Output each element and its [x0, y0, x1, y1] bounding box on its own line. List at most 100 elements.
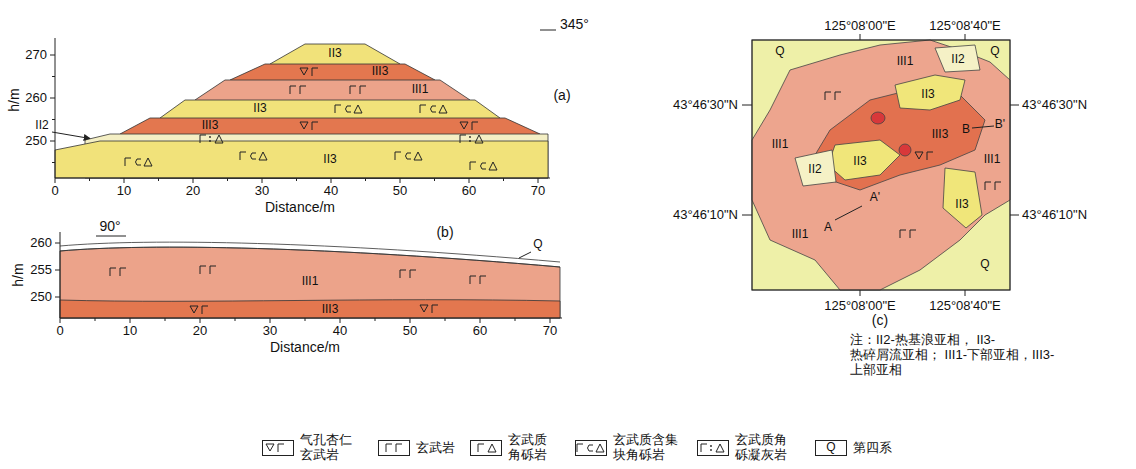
legend-text: 玄武质含集 块角砾岩 — [613, 433, 682, 463]
axis-tick: 10 — [117, 184, 131, 199]
rock-symbol — [335, 105, 362, 113]
section-b — [60, 242, 560, 318]
rock-symbol — [266, 444, 284, 452]
axis-tick: 70 — [531, 184, 545, 199]
panel-label: (a) — [553, 87, 570, 103]
unit-label: II3 — [323, 153, 336, 167]
map-unit-label: III1 — [984, 153, 1001, 167]
map-unit-label: III1 — [792, 228, 809, 242]
map-unit-label: Q — [980, 258, 989, 272]
coordinate-label: 125°08'40"E — [929, 19, 1001, 34]
rock-symbol — [460, 122, 478, 130]
rock-symbol — [478, 444, 496, 452]
axis-tick: 250 — [25, 134, 47, 149]
legend-text: 玄武质 角砾岩 — [508, 433, 577, 463]
rock-symbol — [985, 182, 1001, 190]
axis-tick: 0 — [56, 324, 63, 339]
axis-tick: 270 — [25, 48, 47, 63]
panel-label: (c) — [872, 312, 888, 328]
rock-symbol — [290, 86, 306, 94]
unit-label: III3 — [322, 303, 339, 317]
rock-symbol — [110, 268, 126, 276]
axis-tick: 40 — [333, 324, 347, 339]
axis-tick: 70 — [543, 324, 557, 339]
axis-title: h/m — [10, 263, 26, 286]
rock-symbol — [125, 158, 152, 166]
section-end-label: B — [962, 123, 970, 137]
unit-label: III1 — [412, 83, 429, 97]
axis-title: Distance/m — [265, 199, 335, 215]
axis-tick: 30 — [263, 324, 277, 339]
legend-text: 玄武质角 砾凝灰岩 — [735, 433, 804, 463]
axis-tick: 260 — [25, 91, 47, 106]
panel-label: (b) — [436, 224, 453, 240]
axis-tick: 40 — [324, 184, 338, 199]
axis-title: Distance/m — [270, 339, 340, 355]
unit-label: III3 — [202, 119, 219, 133]
rock-symbol — [395, 152, 422, 160]
legend-text: 气孔杏仁 玄武岩 — [300, 433, 369, 463]
rock-texture — [110, 68, 1001, 452]
legend-swatch — [575, 440, 607, 456]
rock-symbol — [420, 305, 438, 313]
unit-label: II2 — [35, 119, 48, 133]
rock-symbol — [460, 135, 483, 143]
axis-tick: 30 — [255, 184, 269, 199]
axes-a — [50, 30, 556, 183]
axes-b — [55, 232, 562, 323]
unit-label: Q — [533, 238, 542, 252]
legend-swatch — [470, 440, 502, 456]
axis-title: h/m — [6, 88, 22, 111]
axis-tick: 10 — [123, 324, 137, 339]
rock-symbol — [350, 86, 366, 94]
unit-label: II3 — [253, 102, 266, 116]
map-unit-label: II3 — [955, 198, 968, 212]
map-unit-label: III1 — [772, 138, 789, 152]
rock-symbol — [386, 444, 402, 452]
unit-label: III3 — [372, 65, 389, 79]
rock-symbol — [577, 444, 604, 452]
coordinate-label: 43°46'10"N — [1022, 208, 1087, 223]
coordinate-label: 125°08'00"E — [824, 19, 896, 34]
rock-symbol — [240, 152, 267, 160]
axis-tick: 50 — [393, 184, 407, 199]
axis-tick: 260 — [30, 236, 52, 251]
legend-swatch — [262, 440, 294, 456]
legend-text: 玄武岩 — [416, 441, 455, 456]
rock-symbol — [470, 276, 486, 284]
direction-label: 345° — [560, 16, 589, 32]
map-unit-label: III3 — [932, 128, 949, 142]
rock-symbol — [300, 68, 318, 76]
legend-swatch — [815, 440, 847, 456]
rock-symbol — [915, 152, 933, 160]
map-unit-label: III1 — [897, 55, 914, 69]
unit-label: II3 — [328, 47, 341, 61]
map-unit-label: II2 — [808, 163, 821, 177]
section-end-label: B' — [995, 118, 1005, 132]
coordinate-label: 125°08'40"E — [929, 299, 1001, 314]
section-a — [55, 44, 548, 178]
coordinate-label: 43°46'30"N — [673, 98, 738, 113]
rock-symbol — [300, 122, 318, 130]
rock-symbol — [400, 270, 416, 278]
rock-symbol — [701, 444, 724, 452]
rock-symbol — [420, 105, 447, 113]
legend-swatch — [378, 440, 410, 456]
axis-tick: 255 — [30, 263, 52, 278]
rock-symbol — [200, 266, 216, 274]
section-end-label: A — [824, 221, 832, 235]
axis-tick: 20 — [186, 184, 200, 199]
rock-symbol — [900, 230, 916, 238]
section-end-label: A' — [870, 191, 880, 205]
axis-tick: 50 — [403, 324, 417, 339]
map-unit-label: Q — [990, 45, 999, 59]
rock-symbol — [825, 92, 841, 100]
map-lines — [742, 34, 1019, 296]
axis-tick: 60 — [473, 324, 487, 339]
legend-swatch — [697, 440, 729, 456]
map-unit-label: II3 — [921, 88, 934, 102]
legend-sample-label: Q — [826, 441, 835, 455]
